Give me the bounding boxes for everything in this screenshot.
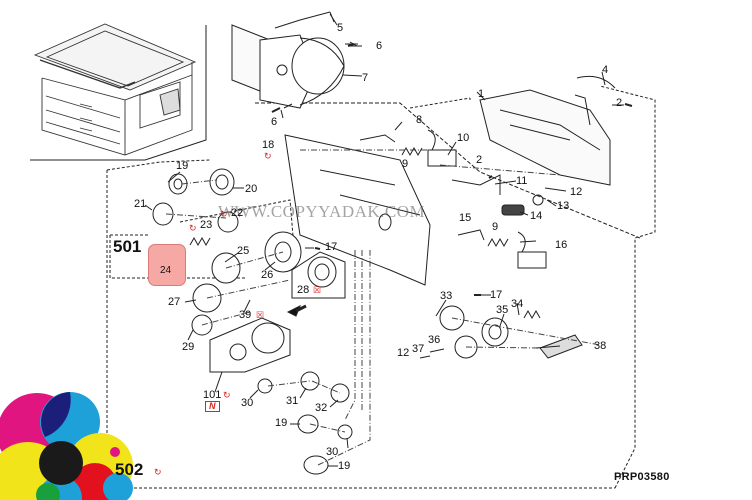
part-label-38[interactable]: 38	[594, 340, 607, 352]
drawing-code: PRP03580	[614, 471, 670, 483]
part-label-101[interactable]: 101	[203, 389, 222, 401]
part-label-13[interactable]: 13	[557, 200, 570, 212]
part-label-36[interactable]: 36	[428, 334, 441, 346]
rotate-icon: ↻	[189, 223, 197, 233]
gear-101-small	[229, 343, 247, 361]
part-label-19[interactable]: 19	[176, 160, 189, 172]
copier-inset-frame	[30, 25, 207, 161]
part-label-6[interactable]: 6	[376, 40, 383, 52]
part-label-22[interactable]: 22	[231, 207, 244, 219]
spring-23	[189, 236, 211, 247]
rotate-icon: ↻	[220, 209, 228, 219]
spring-34	[523, 309, 541, 320]
part-label-15[interactable]: 15	[459, 212, 472, 224]
gear-101-large	[251, 322, 285, 354]
part-label-27[interactable]: 27	[168, 296, 181, 308]
part-label-20[interactable]: 20	[245, 183, 258, 195]
part-label-34[interactable]: 34	[511, 298, 524, 310]
part-label-12[interactable]: 12	[397, 347, 410, 359]
highlighted-part-24[interactable]	[148, 244, 186, 286]
part-label-18[interactable]: 18	[262, 139, 275, 151]
part-label-2[interactable]: 2	[476, 154, 483, 166]
part-label-19[interactable]: 19	[338, 460, 351, 472]
harness	[576, 75, 616, 89]
solenoid-16	[517, 251, 547, 269]
lever-15	[457, 229, 485, 241]
group-label-501[interactable]: 501	[113, 237, 142, 256]
part-label-39[interactable]: 39	[239, 309, 252, 321]
roller-14	[501, 204, 525, 216]
part-label-5[interactable]: 5	[337, 22, 344, 34]
spring-9a	[401, 146, 423, 157]
rotate-icon: ↻	[223, 390, 231, 400]
part-label-26[interactable]: 26	[261, 269, 274, 281]
part-label-28[interactable]: 28	[297, 284, 310, 296]
lever-11	[451, 174, 501, 195]
part-label-9[interactable]: 9	[492, 221, 499, 233]
group-501-boundary	[109, 234, 245, 279]
part-label-32[interactable]: 32	[315, 402, 328, 414]
gear-31	[300, 371, 320, 391]
part-label-25[interactable]: 25	[237, 245, 250, 257]
n-tag-icon: N	[205, 401, 220, 412]
group-101-box	[209, 317, 291, 373]
no-stock-icon: ☒	[313, 285, 322, 295]
gear-28	[307, 256, 337, 288]
part-label-17[interactable]: 17	[490, 289, 503, 301]
rotate-icon: ↻	[264, 151, 272, 161]
part-label-8[interactable]: 8	[416, 114, 423, 126]
part-label-16[interactable]: 16	[555, 239, 568, 251]
no-stock-icon: ☒	[256, 310, 265, 320]
rotate-icon: ↻	[154, 467, 162, 477]
part-label-1[interactable]: 1	[478, 88, 485, 100]
part-label-33[interactable]: 33	[440, 290, 453, 302]
part-label-37[interactable]: 37	[412, 343, 425, 355]
part-label-7[interactable]: 7	[362, 72, 369, 84]
part-label-30[interactable]: 30	[241, 397, 254, 409]
part-label-35[interactable]: 35	[496, 304, 509, 316]
part-label-14[interactable]: 14	[530, 210, 543, 222]
part-label-21[interactable]: 21	[134, 198, 147, 210]
group-28-box	[291, 251, 346, 299]
gear-19c	[303, 455, 329, 475]
gear-19b	[297, 414, 319, 434]
washer-13	[532, 194, 544, 206]
side-plate	[284, 134, 431, 286]
part-label-31[interactable]: 31	[286, 395, 299, 407]
group-label-502[interactable]: 502	[115, 460, 144, 479]
part-label-6[interactable]: 6	[271, 116, 278, 128]
cmyk-logo	[0, 392, 133, 500]
part-label-9[interactable]: 9	[402, 158, 409, 170]
part-label-29[interactable]: 29	[182, 341, 195, 353]
part-label-4[interactable]: 4	[602, 64, 609, 76]
watermark: WWW.COPYYADAK.COM	[218, 202, 426, 221]
gear-22	[217, 211, 239, 233]
part-label-12[interactable]: 12	[570, 186, 583, 198]
part-label-17[interactable]: 17	[325, 241, 338, 253]
copier-machine-illustration	[33, 23, 197, 156]
motor-assembly	[231, 11, 358, 109]
part-label-10[interactable]: 10	[457, 132, 470, 144]
gear-21	[152, 202, 174, 226]
part-label-30[interactable]: 30	[326, 446, 339, 458]
frame-part	[479, 89, 611, 186]
spring-9b	[487, 237, 509, 248]
gear-20	[209, 168, 235, 196]
shaft-38	[539, 334, 583, 359]
part-label-19[interactable]: 19	[275, 417, 288, 429]
part-label-2[interactable]: 2	[616, 97, 623, 109]
solenoid-10	[427, 149, 457, 167]
part-label-24[interactable]: 24	[160, 265, 172, 276]
link-8	[359, 134, 396, 143]
gear-35	[481, 317, 509, 347]
part-label-23[interactable]: 23	[200, 219, 213, 231]
part-label-11[interactable]: 11	[516, 175, 528, 187]
